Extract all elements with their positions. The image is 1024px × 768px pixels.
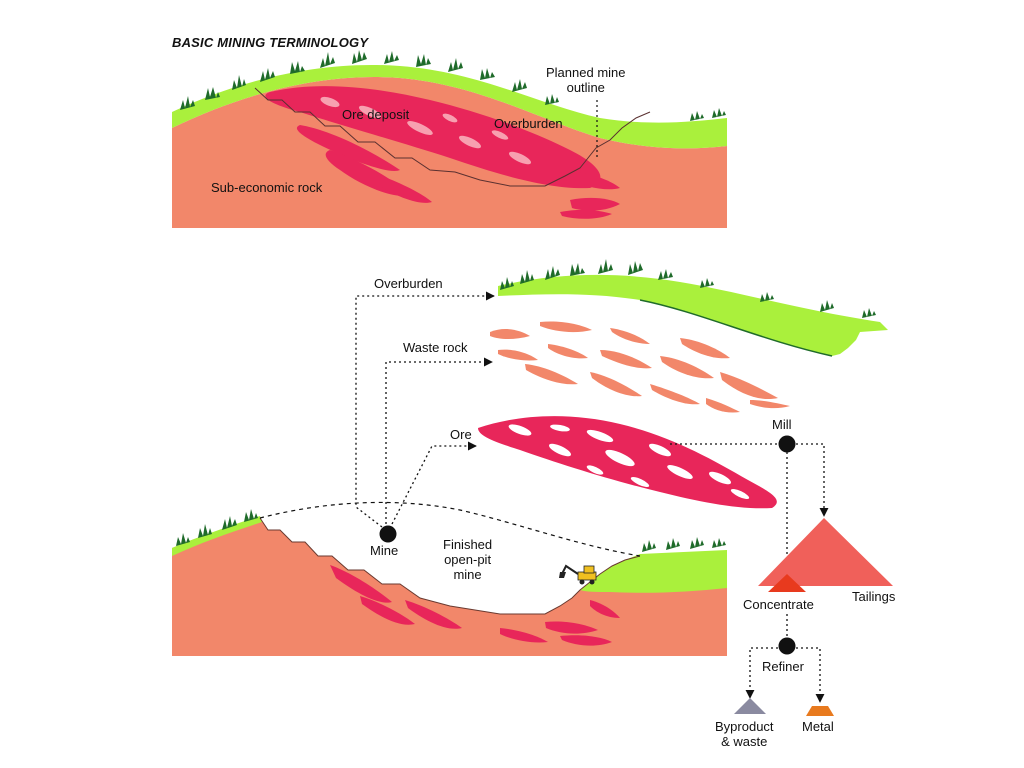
refiner-node bbox=[778, 637, 796, 655]
metal-label: Metal bbox=[802, 719, 834, 734]
mine-label: Mine bbox=[370, 543, 399, 558]
tailings-label: Tailings bbox=[852, 589, 896, 604]
mill-label: Mill bbox=[772, 417, 792, 432]
pit-rock bbox=[172, 518, 727, 656]
grass bbox=[180, 50, 726, 121]
excavator-icon bbox=[559, 564, 597, 585]
waste-rock-section bbox=[482, 321, 792, 413]
overburden-removed-section bbox=[498, 259, 888, 357]
overburden-flow-label: Overburden bbox=[374, 276, 443, 291]
ore-holes bbox=[320, 96, 532, 165]
ore-deposit-label: Ore deposit bbox=[342, 107, 410, 122]
mill-node bbox=[778, 435, 796, 453]
ore-deposit-blobs bbox=[265, 86, 620, 219]
overburden-label-top: Overburden bbox=[494, 116, 563, 131]
mine-node bbox=[379, 525, 397, 543]
ore-label: Ore bbox=[450, 427, 472, 442]
metal-pile bbox=[806, 706, 834, 716]
concentrate-pile bbox=[768, 574, 806, 592]
bottom-cross-section bbox=[172, 501, 727, 656]
ore-section bbox=[478, 416, 777, 509]
sub-economic-rock-label: Sub-economic rock bbox=[211, 180, 323, 195]
concentrate-label: Concentrate bbox=[743, 597, 814, 612]
finished-open-pit-mine-label: Finished open-pit mine bbox=[443, 537, 493, 582]
original-surface-dashed bbox=[259, 501, 641, 557]
diagram-title: BASIC MINING TERMINOLOGY bbox=[172, 35, 369, 50]
byproduct-pile bbox=[734, 698, 766, 714]
planned-mine-outline-label: Planned mine outline bbox=[546, 65, 626, 95]
refiner-label: Refiner bbox=[762, 659, 804, 674]
overburden-layer bbox=[172, 64, 727, 149]
planned-mine-outline bbox=[254, 87, 651, 187]
flow-arrows bbox=[355, 291, 829, 703]
tailings-pile bbox=[758, 518, 893, 586]
byproduct-waste-label: Byproduct & waste bbox=[715, 719, 774, 749]
waste-rock-label: Waste rock bbox=[403, 340, 468, 355]
top-cross-section bbox=[172, 50, 727, 228]
